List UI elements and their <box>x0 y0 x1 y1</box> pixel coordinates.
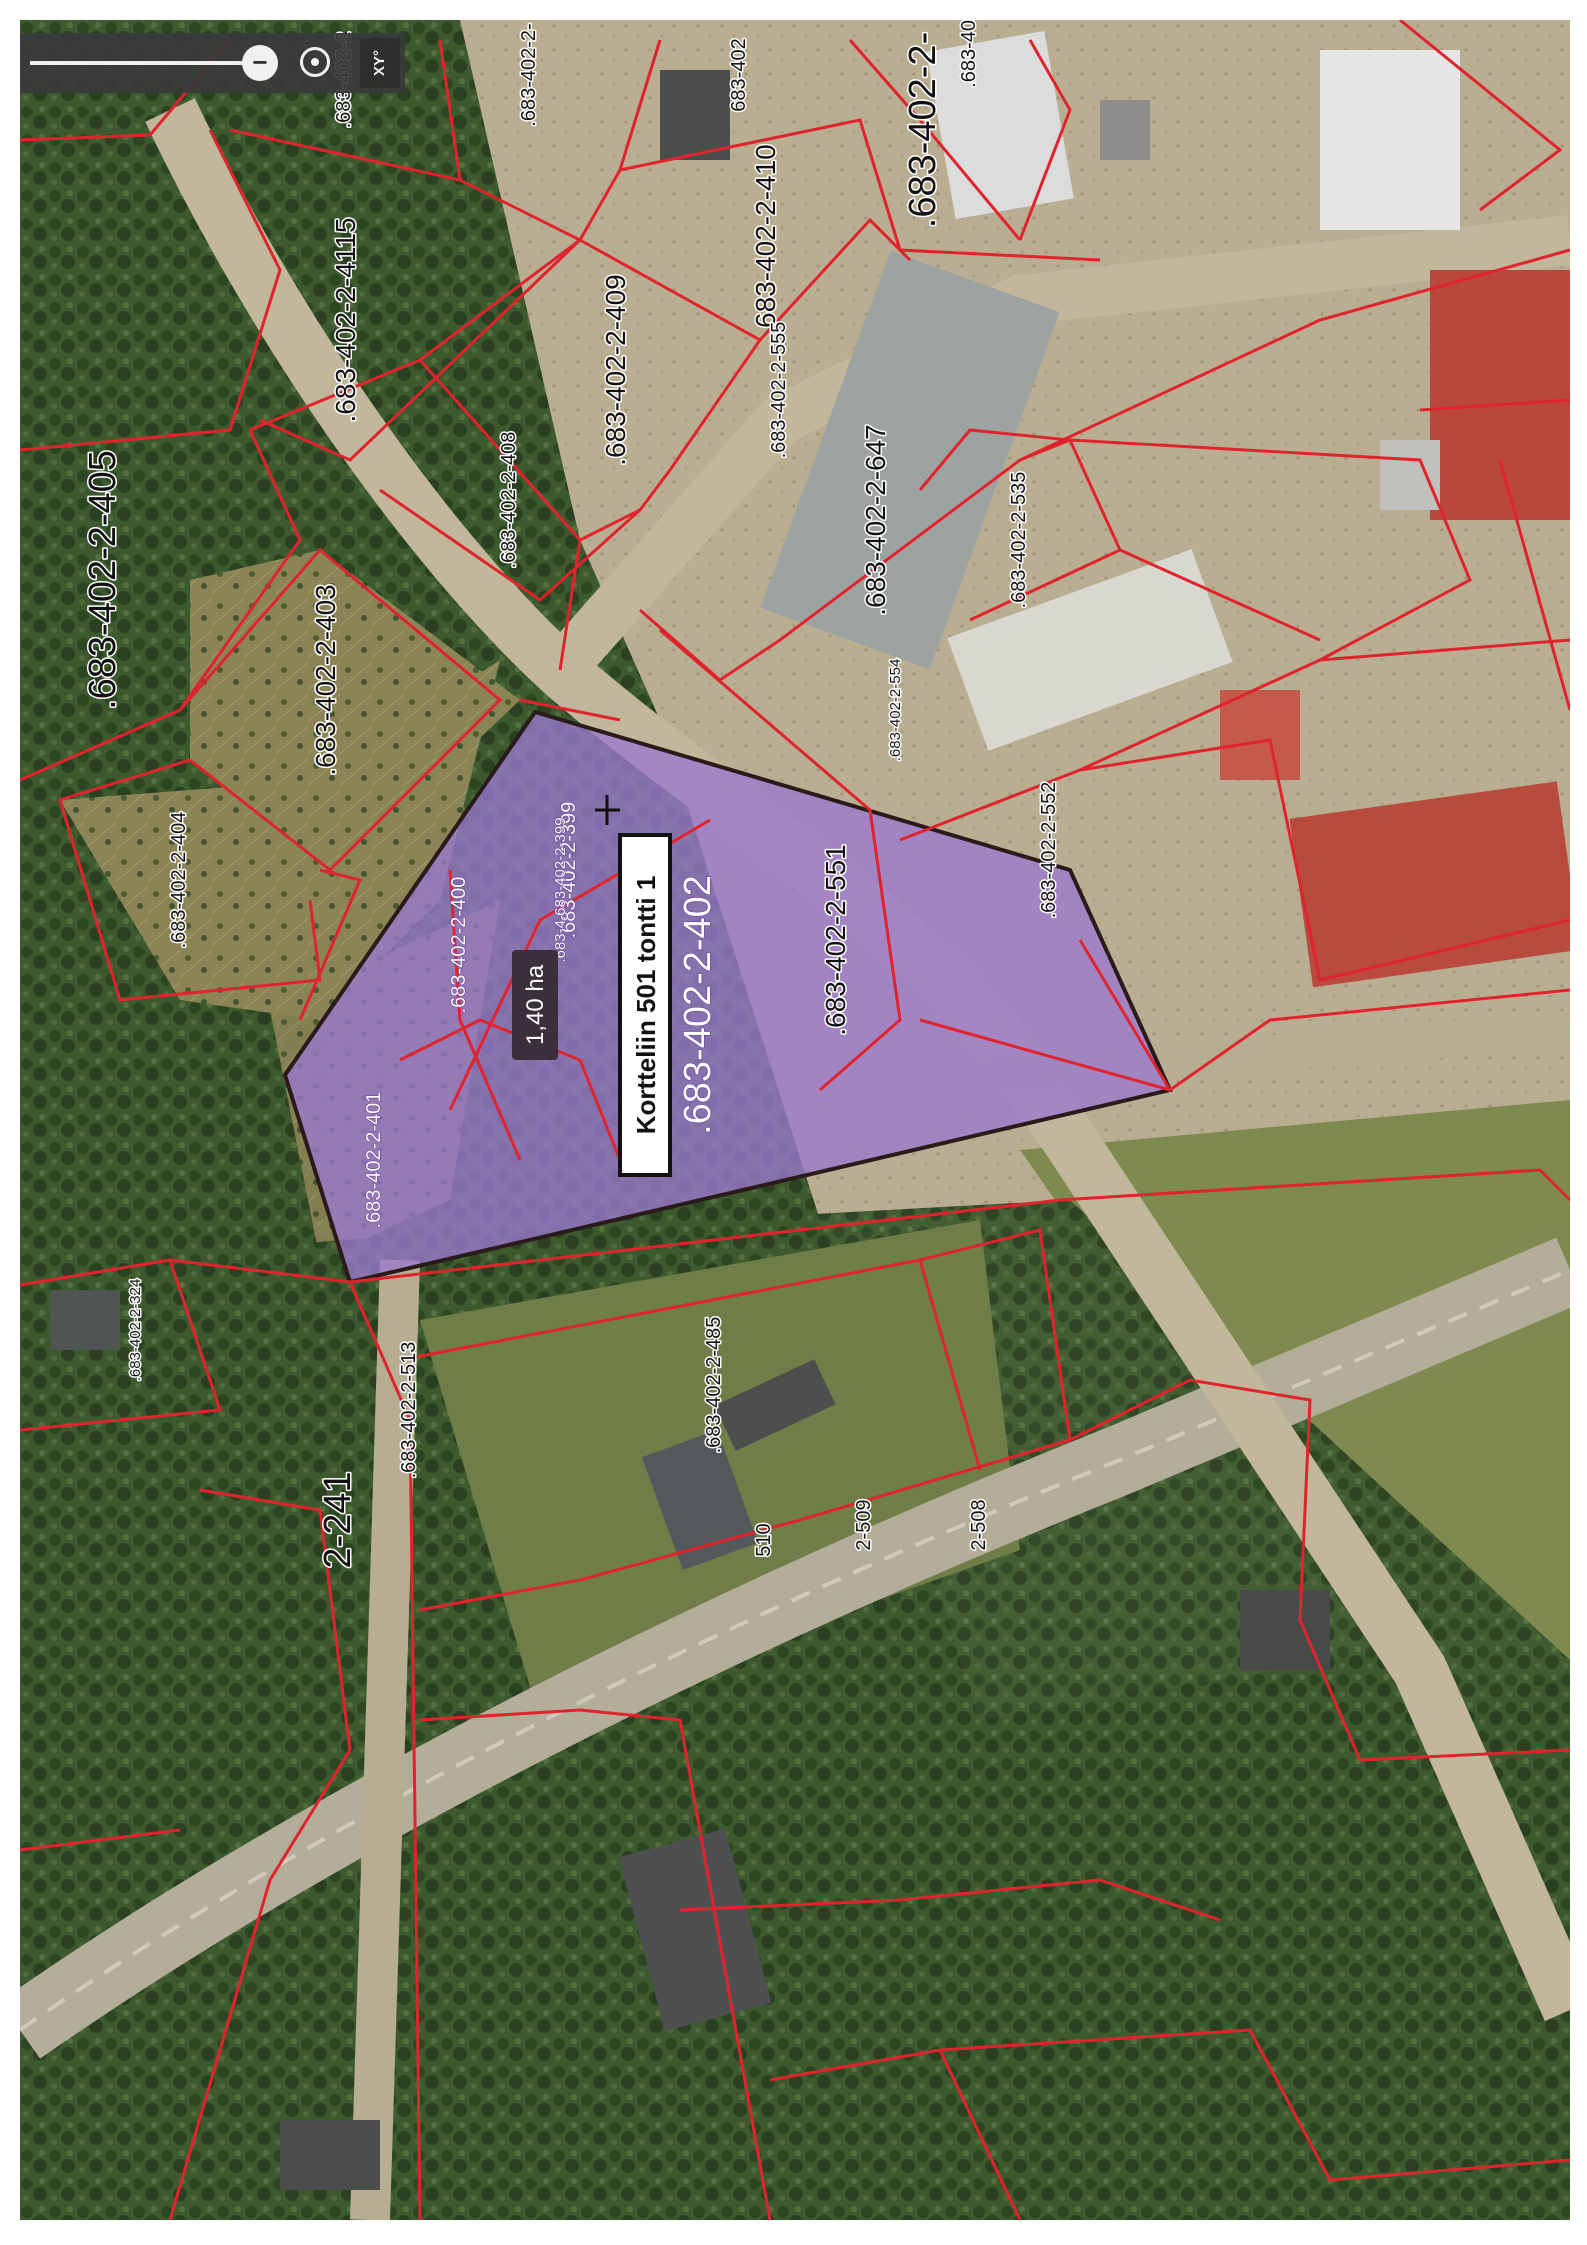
area-badge: 1,40 ha <box>512 950 558 1060</box>
parcel-label: .683-402-2-410 <box>750 144 781 335</box>
area-badge-text: 1,40 ha <box>522 964 549 1045</box>
parcel-label: .683-402-2-400 <box>448 877 470 1014</box>
building <box>1380 440 1440 510</box>
parcel-label: 2-509 <box>853 1499 875 1550</box>
map-canvas: .683-402-2-405 .683-402-2-403 .683-402-2-4… <box>20 20 1570 2220</box>
selected-plot[interactable] <box>282 709 1173 1285</box>
parcel-label: .683-402-2-535 <box>1008 472 1030 609</box>
xy-label: XY <box>371 56 388 77</box>
building <box>641 1429 759 1571</box>
building <box>760 250 1060 670</box>
building <box>1430 270 1570 520</box>
parcel-label: .683-4.683-402-2-399 <box>552 817 569 962</box>
clearing-area <box>190 550 520 880</box>
parcel-label: 2-508 <box>968 1499 990 1550</box>
building <box>280 2120 380 2190</box>
building <box>1320 50 1460 230</box>
zoom-slider-track[interactable] <box>30 61 250 65</box>
parcel-label: .683-402-2-647 <box>860 424 891 615</box>
parcel-label: .683-402- <box>958 20 980 88</box>
block-label-text: Kortteliin 501 tontti 1 <box>631 876 661 1135</box>
parcel-label: .683-402-2-404 <box>168 812 190 949</box>
building <box>947 549 1233 751</box>
building <box>50 1290 120 1350</box>
block-label-box[interactable]: Kortteliin 501 tontti 1 <box>618 833 672 1177</box>
locate-icon[interactable] <box>300 47 330 77</box>
parcel-label: .683-402-2-409 <box>600 274 631 465</box>
building <box>714 1359 836 1451</box>
road-main-centerline <box>20 1268 1570 2032</box>
parcel-label: .683-402-2-324 <box>127 1279 144 1382</box>
parcel-label: .683-402-2-405 <box>82 450 124 710</box>
building <box>1100 100 1150 160</box>
parcel-label: .683-402-2-402 <box>677 875 719 1135</box>
map-toolbar: − XY° <box>20 33 405 93</box>
parcel-label: .683-402-2-403 <box>310 584 341 775</box>
building <box>660 70 730 160</box>
parcel-label: 683-402 <box>728 38 750 111</box>
parcel-label: .683-402-2-485 <box>703 1317 725 1454</box>
parcel-label: .683-402-2-555 <box>768 322 790 459</box>
parcel-label: .683-402-2- <box>518 23 540 126</box>
parcel-label: .683-402-2-554 <box>887 659 904 762</box>
building <box>1220 690 1300 780</box>
zoom-out-button[interactable]: − <box>242 45 278 81</box>
parcel-label: .683-402-2-401 <box>363 1092 385 1229</box>
parcel-labels: .683-402-2-405 .683-402-2-403 .683-402-2-4… <box>81 20 1062 1570</box>
parcel-label: .683-402-2-513 <box>398 1342 420 1479</box>
parcel-label: .683-402-2- <box>902 32 944 228</box>
parcel-label: 510 <box>753 1523 775 1556</box>
degree-mark: ° <box>371 50 388 56</box>
road-side <box>350 1259 420 2220</box>
xy-coordinate-button[interactable]: XY° <box>360 38 400 88</box>
parcel-label: .683-402-2-4115 <box>330 218 361 423</box>
parcel-label: .683-402-2-551 <box>820 844 851 1035</box>
parcel-label: .683-402-2-408 <box>498 432 520 569</box>
parcel-label: .683-402-2-552 <box>1038 782 1060 919</box>
aerial-map[interactable]: .683-402-2-405 .683-402-2-403 .683-402-2-4… <box>20 20 1570 2220</box>
parcel-label: 2-241 <box>317 1471 359 1568</box>
parcel-label: .683-402-2-399 <box>558 802 580 939</box>
building <box>618 1828 772 2032</box>
